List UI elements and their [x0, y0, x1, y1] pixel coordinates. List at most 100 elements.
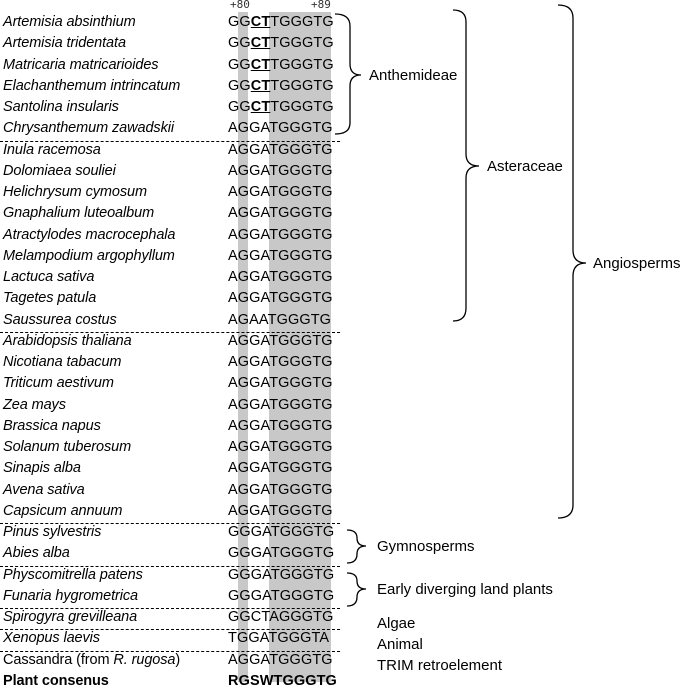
species-name: Physcomitrella patens	[3, 566, 143, 583]
species-name: Artemisia absinthium	[3, 14, 136, 30]
sequence: AGGATGGGTG	[228, 652, 333, 668]
species-name: Santolina insularis	[3, 99, 119, 115]
sequence: GGCTAGGGTG	[228, 609, 333, 625]
sequence-prefix: TGGATGGGTA	[228, 630, 330, 647]
sequence-prefix: AGAATGGGTG	[228, 311, 332, 328]
shade-column-position-80	[238, 12, 248, 682]
sequence: AGGATGGGTG	[228, 418, 333, 434]
sequence-prefix: AGGATGGGTG	[228, 120, 333, 137]
sequence: GGCTTGGGTG	[228, 57, 334, 73]
alignment-row: Brassica napus AGGATGGGTG	[0, 417, 340, 438]
species-name: Tagetes patula	[3, 290, 97, 307]
species-name: Melampodium argophyllum	[3, 247, 175, 264]
sequence: AGGATGGGTG	[228, 248, 333, 264]
sequence-prefix: AGGATGGGTG	[228, 269, 333, 285]
sequence: GGCTTGGGTG	[228, 99, 334, 115]
sequence-prefix: AGGATGGGTG	[228, 651, 333, 668]
sequence-mutation: CT	[250, 99, 271, 115]
sequence-prefix: AGGATGGGTG	[228, 184, 333, 200]
alignment-row: Abies alba GGGATGGGTG	[0, 544, 340, 567]
sequence-prefix: AGGATGGGTG	[228, 141, 333, 158]
sequence-mutation: CT	[250, 14, 271, 30]
species-name: Gnaphalium luteoalbum	[3, 205, 155, 222]
sequence-prefix: GGGATGGGTG	[228, 545, 335, 562]
species-name: Zea mays	[3, 396, 66, 413]
sequence-prefix: GGGATGGGTG	[228, 587, 335, 604]
sequence: AGGATGGGTG	[228, 333, 333, 349]
sequence-prefix: GGCTAGGGTG	[228, 609, 334, 625]
sequence: AGGATGGGTG	[228, 269, 333, 285]
sequence: AGGATGGGTG	[228, 460, 333, 476]
species-name: Inula racemosa	[3, 141, 101, 158]
alignment-row: Gnaphalium luteoalbum AGGATGGGTG	[0, 204, 340, 225]
species-name: Arabidopsis thaliana	[3, 332, 132, 349]
alignment-row: Funaria hygrometrica GGGATGGGTG	[0, 587, 340, 609]
sequence-prefix: AGGATGGGTG	[228, 205, 333, 222]
sequence-suffix: TGGGTG	[270, 56, 334, 73]
sequence: AGGATGGGTG	[228, 375, 333, 391]
group-label-early-diverging: Early diverging land plants	[377, 581, 553, 598]
alignment-row: Sinapis alba AGGATGGGTG	[0, 459, 340, 480]
species-name: Xenopus laevis	[3, 630, 100, 647]
sequence-prefix: AGGATGGGTG	[228, 502, 333, 519]
sequence-prefix: GGGATGGGTG	[228, 566, 335, 583]
sequence: AGGATGGGTG	[228, 184, 333, 200]
group-label-trim: TRIM retroelement	[377, 657, 503, 674]
group-label-animal: Animal	[377, 636, 423, 653]
species-name: Pinus sylvestris	[3, 524, 102, 540]
sequence: AGGATGGGTG	[228, 205, 333, 221]
species-name: Sinapis alba	[3, 460, 81, 477]
sequence-prefix: AGGATGGGTG	[228, 481, 333, 498]
sequence: GGGATGGGTG	[228, 588, 334, 604]
species-name: Funaria hygrometrica	[3, 587, 138, 604]
species-name: Saussurea costus	[3, 311, 117, 328]
species-name: Abies alba	[3, 545, 70, 562]
sequence-suffix: TGGGTG	[270, 99, 334, 115]
gymnosperms-brace	[346, 529, 367, 564]
sequence: AGGATGGGTG	[228, 397, 333, 413]
sequence-prefix: GGGATGGGTG	[228, 524, 335, 540]
sequence: TGGATGGGTA	[228, 630, 329, 646]
species-name: Brassica napus	[3, 417, 101, 434]
alignment-row: Inula racemosa AGGATGGGTG	[0, 141, 340, 162]
species-name: Dolomiaea souliei	[3, 162, 116, 179]
species-name: Avena sativa	[3, 481, 85, 498]
sequence-prefix: GG	[228, 35, 251, 52]
sequence-suffix: TGGGTG	[270, 77, 334, 94]
alignment-row: Helichrysum cymosum AGGATGGGTG	[0, 183, 340, 204]
sequence-prefix: GG	[228, 56, 251, 73]
sequence: AGGATGGGTG	[228, 290, 333, 306]
sequence-prefix: AGGATGGGTG	[228, 247, 333, 264]
alignment-row: Pinus sylvestris GGGATGGGTG	[0, 523, 340, 544]
alignment-row: Arabidopsis thaliana AGGATGGGTG	[0, 332, 340, 353]
sequence-prefix: GG	[228, 99, 251, 115]
species-name: Helichrysum cymosum	[3, 184, 147, 200]
species-name: Capsicum annuum	[3, 502, 123, 519]
sequence: GGCTTGGGTG	[228, 78, 334, 94]
sequence: GGCTTGGGTG	[228, 14, 334, 30]
position-label-start: +80	[230, 0, 250, 11]
species-name: Solanum tuberosum	[3, 439, 132, 455]
alignment-row: Zea mays AGGATGGGTG	[0, 396, 340, 417]
species-name: Artemisia tridentata	[3, 35, 126, 52]
anthemideae-brace	[334, 13, 362, 135]
sequence-prefix: AGGATGGGTG	[228, 460, 333, 477]
species-name: Nicotiana tabacum	[3, 354, 122, 370]
sequence: GGGATGGGTG	[228, 567, 334, 583]
sequence: AGGATGGGTG	[228, 354, 333, 370]
sequence-prefix: RGSWTGGGTG	[228, 672, 337, 689]
alignment-row: Tagetes patula AGGATGGGTG	[0, 289, 340, 310]
sequence-prefix: GG	[228, 14, 251, 30]
sequence: RGSWTGGGTG	[228, 673, 337, 689]
shade-columns-85-89	[269, 12, 331, 682]
